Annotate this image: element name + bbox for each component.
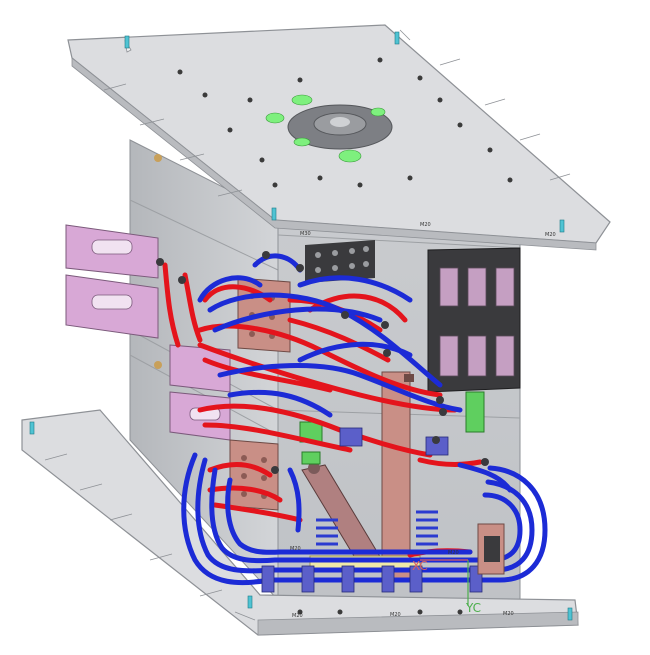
plug-connector (477, 523, 505, 575)
thread-label-m20-top: M20 (420, 222, 431, 228)
thread-label-m20-bottom: M20 (290, 546, 301, 552)
axis-label-yc: YC (465, 601, 481, 615)
hose-clamps (261, 427, 483, 593)
green-fittings (299, 391, 485, 465)
coordinate-axes: XC YC (412, 559, 481, 615)
thread-label-m20-plate-3: M20 (503, 611, 514, 617)
connector-module (427, 247, 521, 393)
support-blocks (65, 224, 231, 441)
thread-labels: M30 M20 M20 M20 M20 M20 M20 M20 (290, 222, 556, 619)
quick-couplers (156, 251, 489, 474)
thread-label-m30-top: M30 (300, 231, 311, 237)
top-clamp-plate (67, 24, 611, 251)
return-springs (316, 510, 438, 554)
bottom-clamp-plate (21, 409, 579, 636)
axis-label-xc: XC (412, 559, 428, 573)
thread-label-m20-plate-1: M20 (292, 613, 303, 619)
thread-label-m20-connector: M20 (448, 550, 459, 556)
plate-clips (29, 31, 573, 621)
cooling-hoses-blue (181, 253, 548, 586)
thread-label-m20-plate-2: M20 (390, 612, 401, 618)
thread-label-m20-right: M20 (545, 232, 556, 238)
water-manifold-top (305, 240, 375, 283)
